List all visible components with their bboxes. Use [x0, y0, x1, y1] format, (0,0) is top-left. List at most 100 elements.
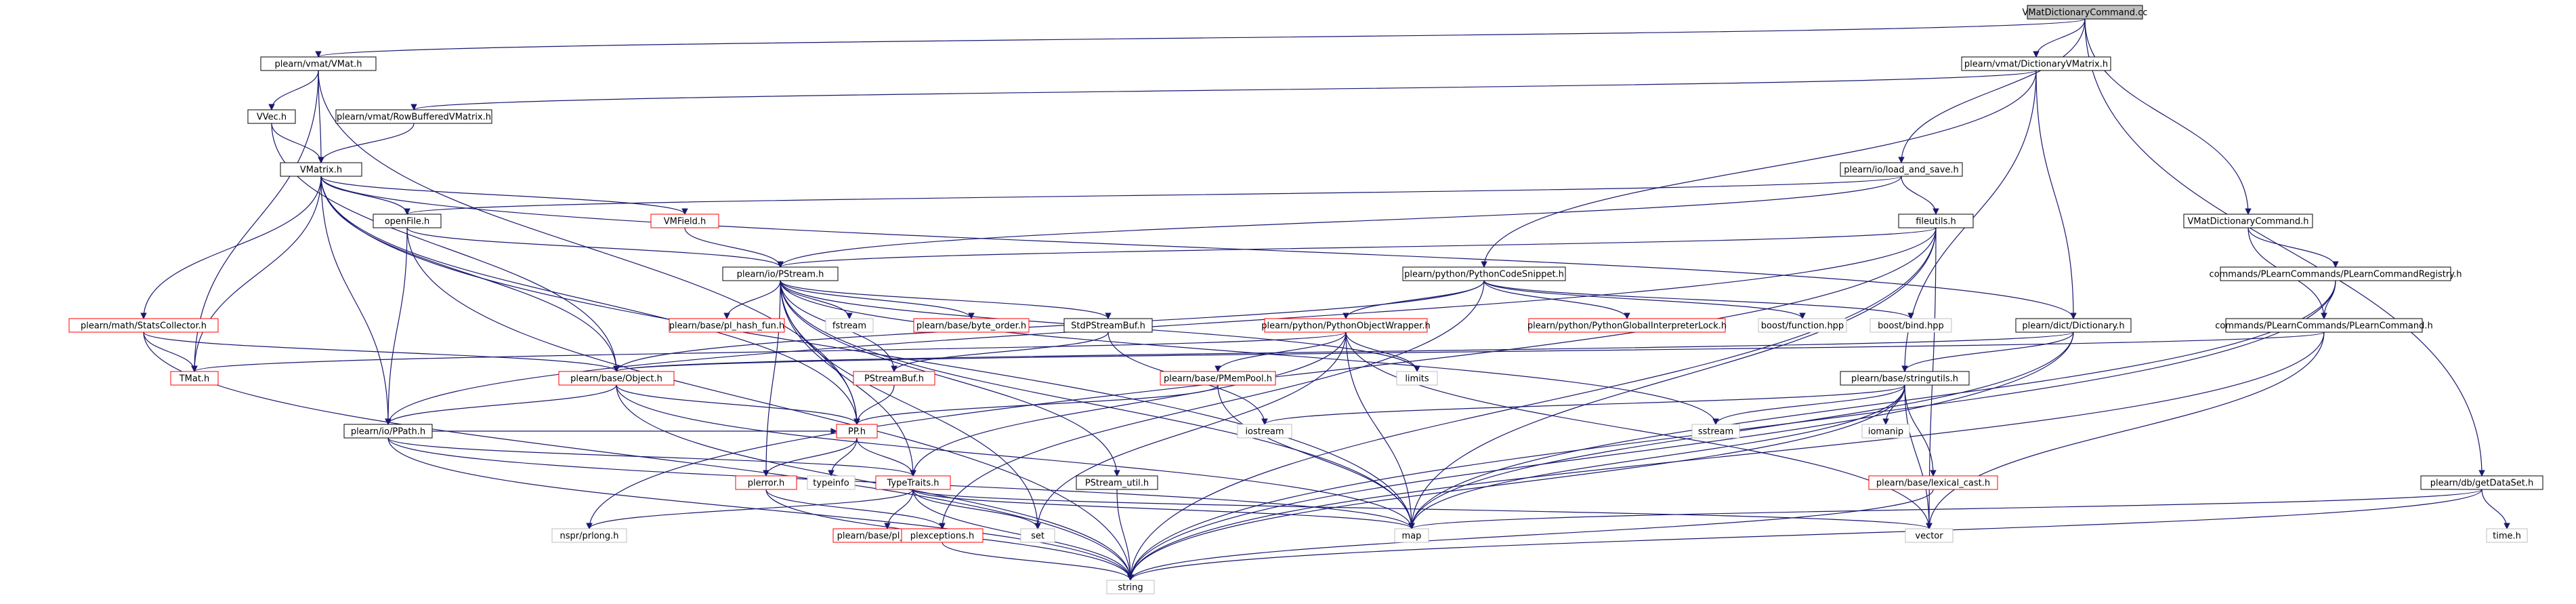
node-box-boostfn — [1758, 318, 1847, 333]
node-box-pstreamutil — [1076, 475, 1158, 490]
node-vvec[interactable]: VVec.h — [247, 109, 296, 124]
node-typetraits[interactable]: TypeTraits.h — [875, 475, 951, 490]
node-label-vector: vector — [1915, 531, 1943, 542]
node-vmatdictcmd[interactable]: VMatDictionaryCommand.h — [2183, 214, 2313, 228]
edge-plcommand-to-object — [613, 331, 2325, 372]
edge-loadsave-to-openfile — [404, 176, 1902, 215]
edge-fileutils-to-ppath — [385, 227, 1937, 425]
node-pmempool[interactable]: plearn/base/PMemPool.h — [1160, 371, 1276, 386]
edge-pstream-to-sstream — [780, 280, 1719, 425]
node-box-string — [1106, 580, 1155, 595]
edge-dictionary-to-stringutils — [1901, 331, 2074, 372]
edge-vmatrix-to-openfile — [320, 176, 410, 215]
edge-vmatrix-to-tmat — [191, 176, 322, 372]
edge-pycode-to-pygil — [1483, 280, 1630, 319]
node-plerror[interactable]: plerror.h — [735, 475, 797, 490]
node-tmat[interactable]: TMat.h — [170, 371, 219, 386]
node-box-tmat — [170, 371, 219, 386]
edge-plcommand-to-string — [1127, 331, 2325, 581]
edge-lexcast-to-string — [1127, 489, 1934, 581]
node-label-dictionary: plearn/dict/Dictionary.h — [2022, 321, 2124, 331]
node-label-string: string — [1118, 583, 1143, 593]
edge-pph-to-typeinfo — [828, 437, 858, 477]
edge-vmatrix-to-object — [320, 176, 620, 372]
node-label-boostbind: boost/bind.hpp — [1878, 321, 1944, 331]
node-dictionary[interactable]: plearn/dict/Dictionary.h — [2015, 318, 2132, 333]
node-pstream[interactable]: plearn/io/PStream.h — [722, 266, 839, 281]
node-fileutils[interactable]: fileutils.h — [1898, 214, 1974, 228]
node-label-typetraits: TypeTraits.h — [886, 479, 939, 489]
node-box-typeinfo — [807, 475, 856, 490]
node-label-vmatrix: VMatrix.h — [300, 165, 342, 176]
edge-rowbuf-to-vmatrix — [318, 123, 415, 163]
node-lexcast[interactable]: plearn/base/lexical_cast.h — [1868, 475, 1998, 490]
edge-pyobjwrap-to-typetraits — [910, 331, 1347, 477]
edge-pstream-to-fstream — [780, 280, 853, 319]
node-registry[interactable]: commands/PLearnCommands/PLearnCommandReg… — [2210, 266, 2462, 281]
edge-vmatrix-to-dictionary — [320, 176, 2077, 319]
edge-fileutils-to-map — [1408, 227, 1937, 529]
node-byteorder[interactable]: plearn/base/byte_order.h — [913, 318, 1030, 333]
node-box-vmatrix — [280, 162, 362, 177]
node-label-sstream: sstream — [1698, 427, 1733, 437]
node-label-root: VMatDictionaryCommand.cc — [2022, 8, 2147, 18]
edge-pstream-to-typetraits — [780, 280, 916, 477]
node-pstreamutil[interactable]: PStream_util.h — [1076, 475, 1158, 490]
edge-fileutils-to-pstream — [777, 227, 1937, 268]
node-pexceptions[interactable]: plexceptions.h — [901, 528, 984, 543]
node-label-lexcast: plearn/base/lexical_cast.h — [1876, 479, 1990, 489]
node-plcommand[interactable]: commands/PLearnCommands/PLearnCommand.h — [2215, 318, 2433, 333]
node-vmat[interactable]: plearn/vmat/VMat.h — [260, 56, 377, 71]
edge-openfile-to-ppath — [385, 227, 408, 425]
edge-dictionary-to-string — [1127, 331, 2074, 581]
edge-stringutils-to-sstream — [1712, 384, 1905, 425]
node-stdpsb[interactable]: StdPStreamBuf.h — [1063, 318, 1153, 333]
node-label-set: set — [1031, 531, 1044, 542]
node-pph[interactable]: PP.h — [836, 424, 878, 439]
node-pldbiget[interactable]: plearn/db/getDataSet.h — [2420, 475, 2543, 490]
node-statscoll[interactable]: plearn/math/StatsCollector.h — [68, 318, 219, 333]
node-string: string — [1106, 580, 1155, 595]
edge-statscoll-to-tmat — [143, 331, 198, 372]
node-label-iostream: iostream — [1245, 427, 1284, 437]
edge-vmatrix-to-statscoll — [140, 176, 322, 319]
edge-pycode-to-pexceptions — [939, 280, 1485, 529]
node-label-pycode: plearn/python/PythonCodeSnippet.h — [1404, 270, 1564, 280]
edge-root-to-pldbiget — [2084, 18, 2485, 477]
node-hashfun[interactable]: plearn/base/pl_hash_fun.h — [669, 318, 785, 333]
node-label-fileutils: fileutils.h — [1916, 217, 1956, 227]
node-label-pstream: plearn/io/PStream.h — [737, 270, 824, 280]
node-rowbuf[interactable]: plearn/vmat/RowBufferedVMatrix.h — [335, 109, 492, 124]
node-object[interactable]: plearn/base/Object.h — [558, 371, 675, 386]
node-vmatrix[interactable]: VMatrix.h — [280, 162, 362, 177]
node-box-pldbiget — [2420, 475, 2543, 490]
edge-fileutils-to-string — [1127, 227, 1937, 581]
edge-pyobjwrap-to-set — [1034, 331, 1347, 529]
node-typeinfo: typeinfo — [807, 475, 856, 490]
node-loadsave[interactable]: plearn/io/load_and_save.h — [1840, 162, 1963, 177]
node-label-object: plearn/base/Object.h — [570, 374, 662, 384]
node-label-pph: PP.h — [848, 427, 866, 437]
edge-pyobjwrap-to-pmempool — [1215, 331, 1347, 372]
node-map: map — [1394, 528, 1429, 543]
node-dictvmat[interactable]: plearn/vmat/DictionaryVMatrix.h — [1961, 56, 2111, 71]
node-ppath[interactable]: plearn/io/PPath.h — [343, 424, 433, 439]
edge-pstream-to-map — [780, 280, 1415, 529]
node-psb[interactable]: PStreamBuf.h — [853, 371, 935, 386]
node-pygil[interactable]: plearn/python/PythonGlobalInterpreterLoc… — [1527, 318, 1727, 333]
node-pycode[interactable]: plearn/python/PythonCodeSnippet.h — [1402, 266, 1566, 281]
node-boostbind: boost/bind.hpp — [1870, 318, 1952, 333]
node-box-vmat — [260, 56, 377, 71]
node-stringutils[interactable]: plearn/base/stringutils.h — [1840, 371, 1970, 386]
node-limits: limits — [1396, 371, 1438, 386]
node-openfile[interactable]: openFile.h — [373, 214, 442, 228]
node-label-loadsave: plearn/io/load_and_save.h — [1844, 165, 1959, 176]
node-label-pmempool: plearn/base/PMemPool.h — [1164, 374, 1272, 384]
edge-typetraits-to-vector — [912, 489, 1933, 529]
edge-root-to-loadsave — [1898, 18, 2086, 163]
node-box-pstream — [722, 266, 839, 281]
edge-typetraits-to-set — [912, 489, 1041, 529]
node-pyobjwrap[interactable]: plearn/python/PythonObjectWrapper.h — [1261, 318, 1431, 333]
edge-pstreamutil-to-string — [1116, 489, 1134, 581]
node-vmfield[interactable]: VMField.h — [650, 214, 719, 228]
